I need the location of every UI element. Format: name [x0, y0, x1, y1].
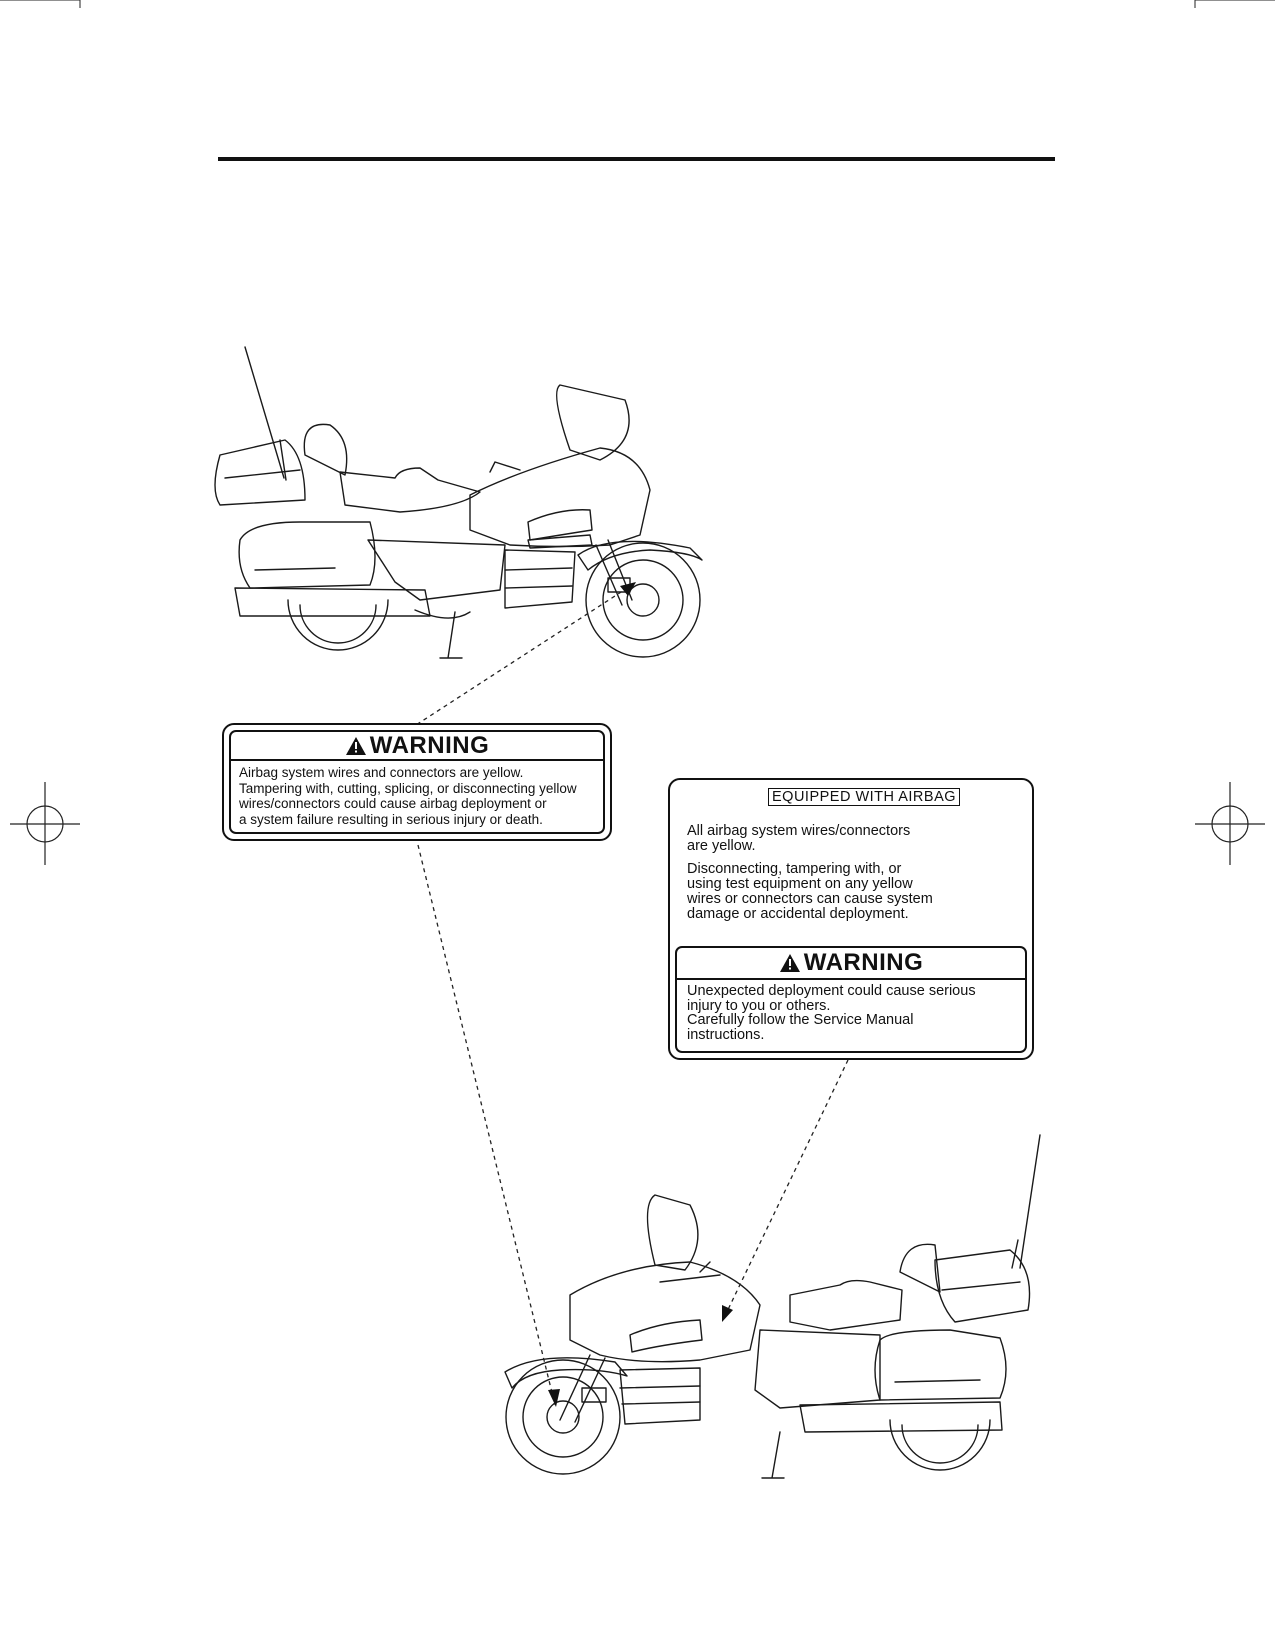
- warning-heading-text: WARNING: [803, 949, 924, 976]
- warning-line: Carefully follow the Service Manual: [687, 1012, 914, 1028]
- warning-line: a system failure resulting in serious in…: [239, 811, 543, 827]
- warning-text-left: Airbag system wires and connectors are y…: [239, 765, 597, 827]
- warning-line: Unexpected deployment could cause seriou…: [687, 983, 976, 999]
- warning-heading-text: WARNING: [369, 731, 490, 759]
- motorcycle-illustration-bottom: [504, 1134, 1041, 1479]
- warning-triangle-icon: [345, 736, 366, 755]
- motorcycle-illustration-top: [214, 346, 703, 659]
- paragraph-line: All airbag system wires/connectors: [687, 823, 911, 839]
- warning-text-right: Unexpected deployment could cause seriou…: [687, 984, 1019, 1042]
- paragraph-line: wires or connectors can cause system: [687, 891, 933, 907]
- warning-line: Airbag system wires and connectors are y…: [239, 765, 524, 780]
- warning-line: injury to you or others.: [687, 997, 831, 1014]
- warning-line: wires/connectors could cause airbag depl…: [239, 796, 547, 811]
- airbag-label-right: EQUIPPED WITH AIRBAG All airbag system w…: [668, 778, 1034, 1060]
- airbag-paragraph-1: All airbag system wires/connectors are y…: [687, 824, 910, 854]
- leader-lines: [415, 582, 849, 1406]
- registration-mark-left: [10, 782, 80, 865]
- leader-arrowheads: [548, 582, 733, 1407]
- warning-label-left: WARNING Airbag system wires and connecto…: [222, 723, 612, 841]
- warning-box-right: WARNING Unexpected deployment could caus…: [675, 946, 1027, 1053]
- paragraph-line: using test equipment on any yellow: [687, 876, 913, 892]
- paragraph-line: damage or accidental deployment.: [687, 906, 909, 922]
- header-rule: [218, 157, 1055, 161]
- warning-label-left-frame: WARNING Airbag system wires and connecto…: [229, 730, 605, 834]
- crop-marks: [0, 0, 1275, 8]
- warning-line: instructions.: [687, 1026, 765, 1043]
- warning-heading-right: WARNING: [677, 948, 1025, 980]
- airbag-paragraph-2: Disconnecting, tampering with, or using …: [687, 862, 933, 922]
- warning-line: Tampering with, cutting, splicing, or di…: [239, 780, 577, 796]
- warning-triangle-icon: [779, 954, 800, 972]
- warning-heading-left: WARNING: [231, 732, 603, 761]
- paragraph-line: Disconnecting, tampering with, or: [687, 861, 902, 877]
- equipped-with-airbag-tag: EQUIPPED WITH AIRBAG: [768, 788, 961, 806]
- paragraph-line: are yellow.: [687, 838, 756, 854]
- registration-mark-right: [1195, 782, 1265, 865]
